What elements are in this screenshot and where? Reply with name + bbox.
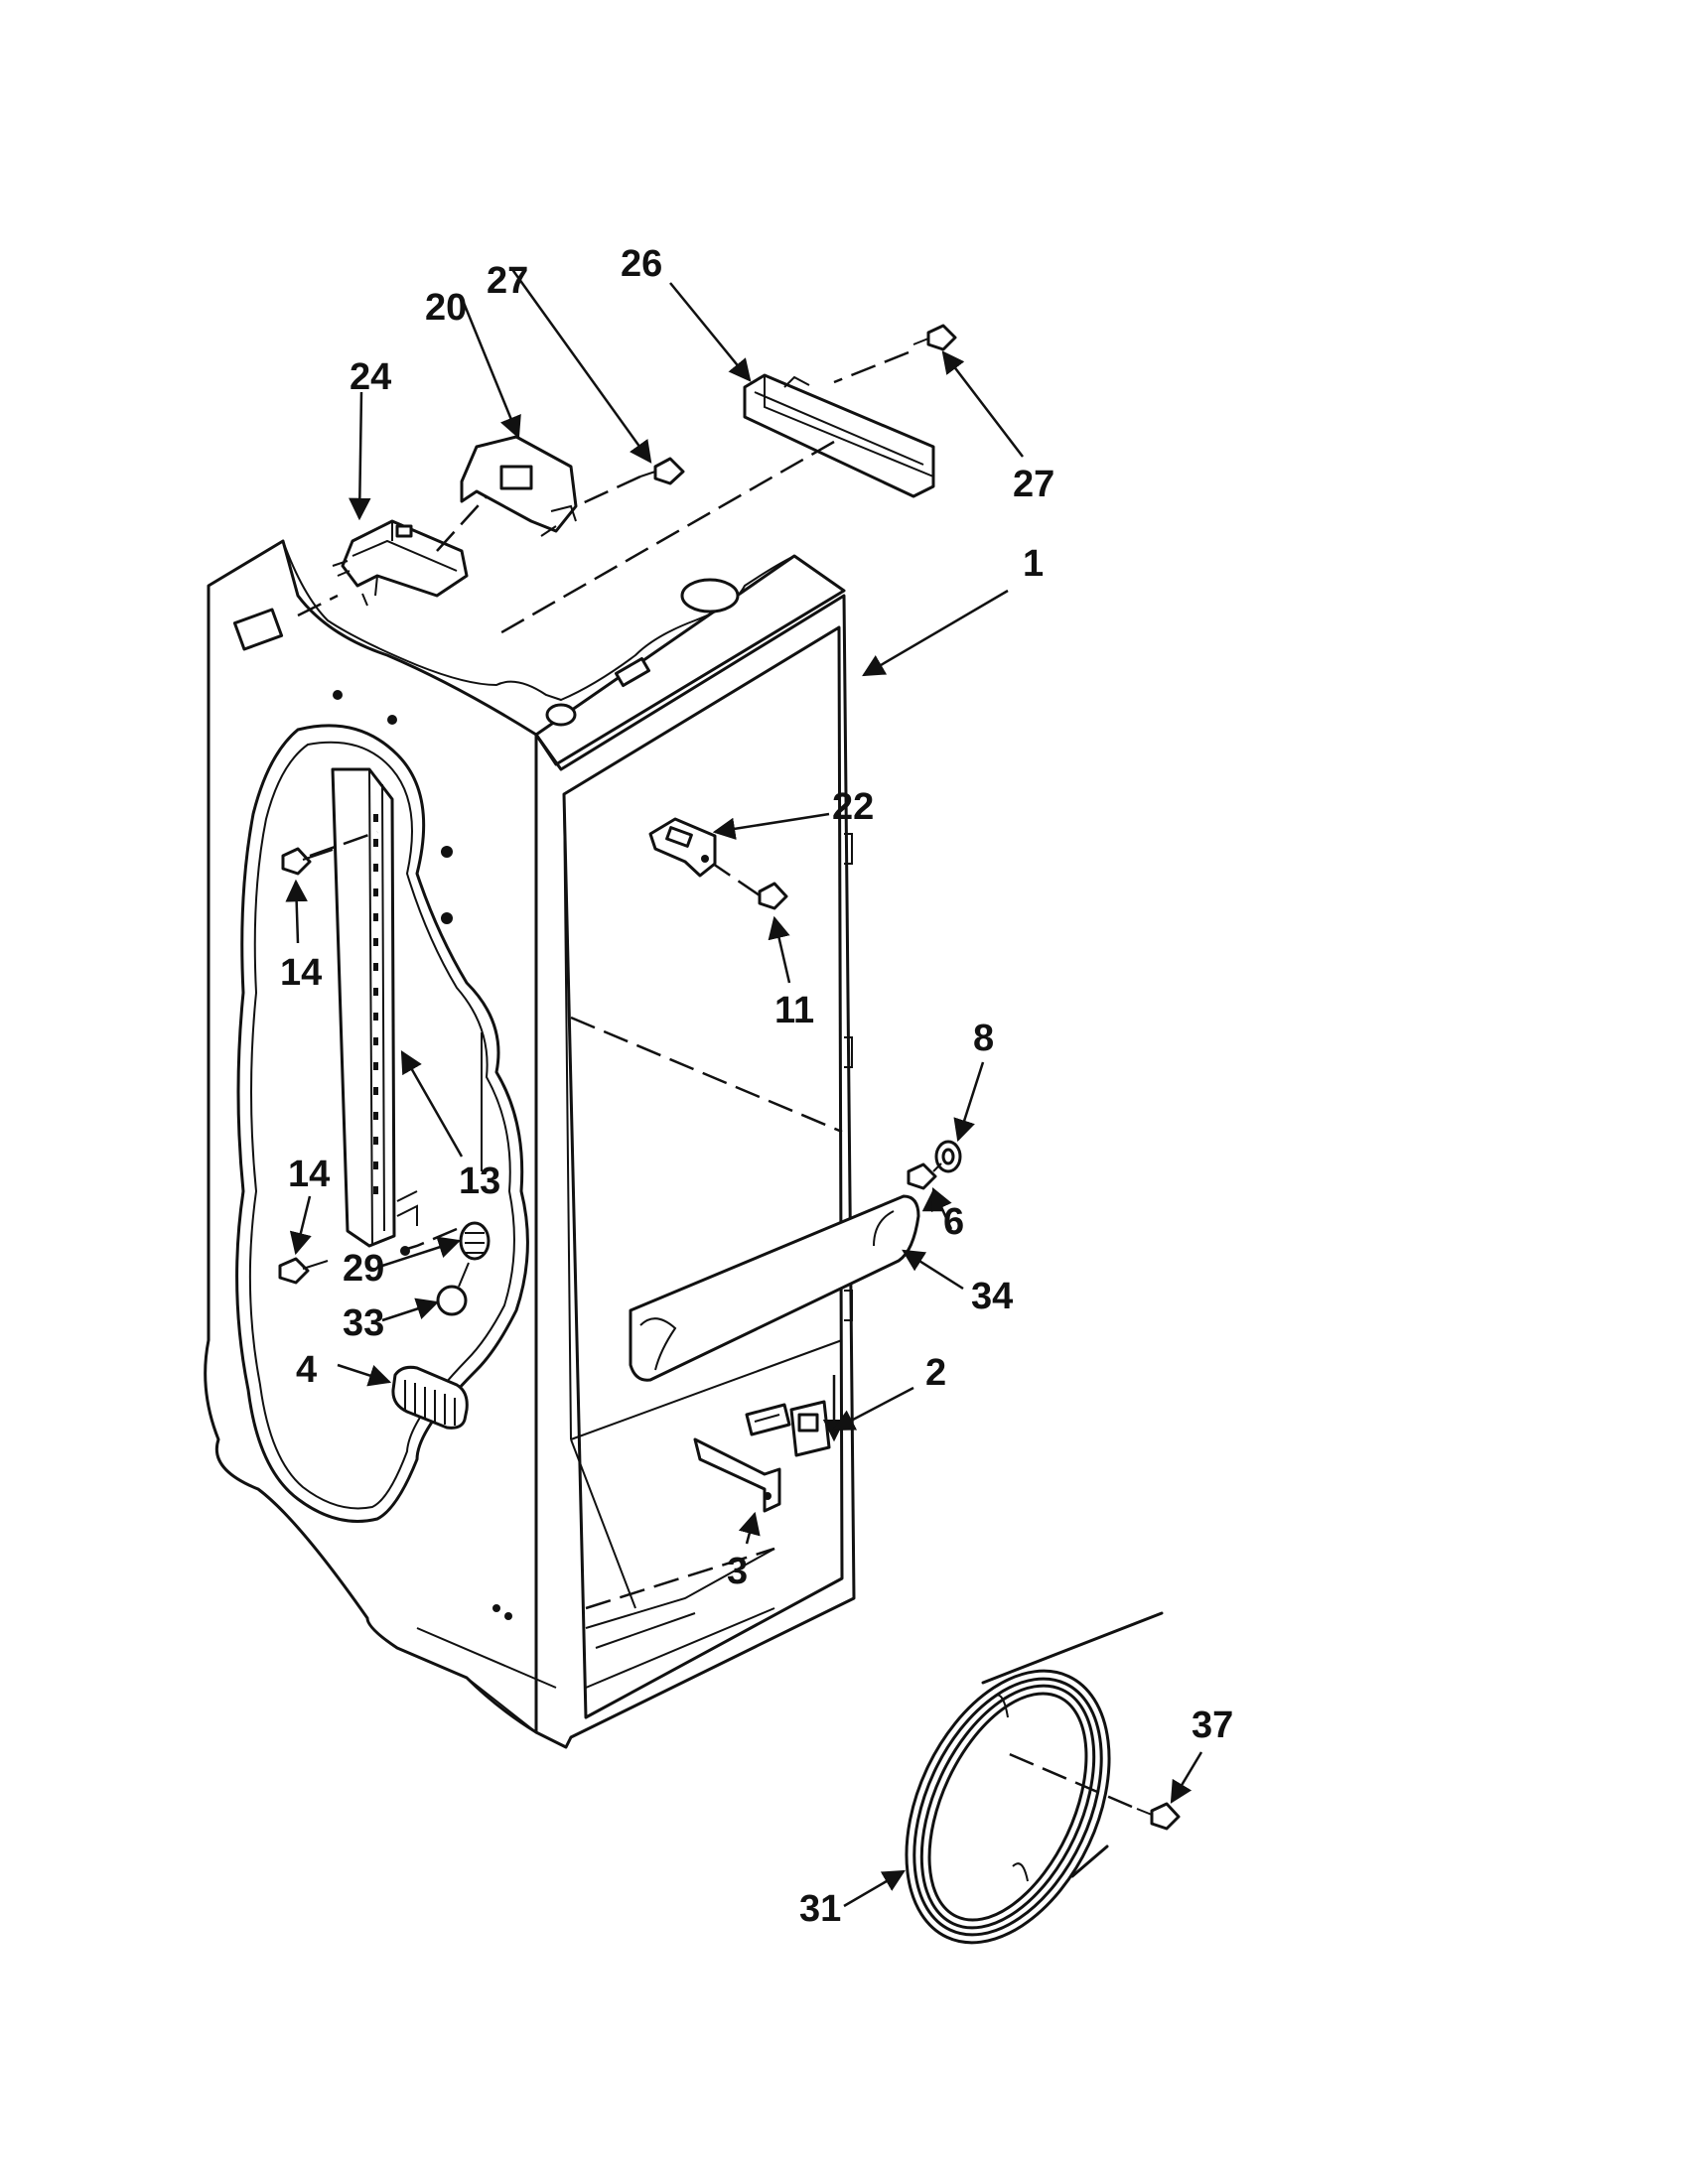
callout-24: 24 bbox=[350, 356, 391, 398]
part-24-control-housing bbox=[332, 519, 469, 607]
part-13-light-shield bbox=[331, 767, 483, 1248]
part-14-screw-lower bbox=[278, 1257, 329, 1285]
cabinet-liner bbox=[204, 539, 856, 1749]
callout-1: 1 bbox=[1023, 543, 1044, 585]
top-slot bbox=[615, 656, 650, 688]
callout-20: 20 bbox=[425, 287, 467, 329]
callout-33: 33 bbox=[343, 1302, 384, 1344]
side-hole bbox=[441, 846, 453, 858]
part-33-light-bulb bbox=[436, 1262, 470, 1316]
callout-labels: 1 2 3 4 6 8 11 13 14 14 20 22 24 26 27 2… bbox=[280, 243, 1233, 1930]
part-27-screw-left bbox=[639, 457, 685, 485]
callout-3: 3 bbox=[727, 1551, 748, 1592]
callout-2: 2 bbox=[925, 1352, 946, 1394]
liner-bottom-pan bbox=[585, 1548, 775, 1689]
callout-14-upper: 14 bbox=[280, 952, 322, 994]
liner-front-frame-outer bbox=[534, 594, 856, 1749]
liner-insulation-cutaway bbox=[235, 724, 529, 1523]
side-vent-opening bbox=[232, 608, 284, 651]
callout-22: 22 bbox=[832, 786, 874, 828]
side-hole bbox=[492, 1604, 500, 1612]
callout-29: 29 bbox=[343, 1248, 384, 1290]
liner-dashed-bottom-line bbox=[585, 1547, 775, 1610]
liner-dashed-shelf-line bbox=[570, 1016, 843, 1134]
callout-26: 26 bbox=[621, 243, 662, 285]
callout-8: 8 bbox=[973, 1018, 994, 1059]
part-29-light-socket bbox=[400, 1221, 491, 1261]
dashed-26-to-liner bbox=[495, 440, 835, 637]
part-8-bumper bbox=[934, 1140, 962, 1173]
part-27-screw-right bbox=[912, 324, 957, 351]
callout-14-lower: 14 bbox=[288, 1154, 330, 1195]
liner-underside bbox=[396, 1627, 557, 1733]
dashed-24-to-20 bbox=[436, 495, 488, 552]
callout-31: 31 bbox=[799, 1888, 841, 1930]
dashed-27-to-20 bbox=[575, 475, 641, 508]
dashed-37-to-coil bbox=[1004, 1750, 1133, 1809]
side-hole bbox=[387, 715, 397, 725]
part-4-air-grille bbox=[391, 1365, 469, 1430]
callout-4: 4 bbox=[296, 1349, 317, 1391]
part-37-screw bbox=[1004, 1750, 1181, 1831]
top-opening bbox=[680, 578, 740, 614]
part-6-screw bbox=[907, 1162, 942, 1190]
callout-27-right: 27 bbox=[1013, 464, 1054, 505]
top-round-hole bbox=[545, 703, 577, 727]
dashed-27-to-26 bbox=[833, 350, 910, 384]
side-hole bbox=[504, 1612, 512, 1620]
callout-27-left: 27 bbox=[487, 260, 528, 302]
side-hole bbox=[333, 690, 343, 700]
liner-insulation-cutaway-inner bbox=[248, 741, 515, 1510]
leader-lines bbox=[285, 267, 1203, 1908]
side-hole bbox=[441, 912, 453, 924]
part-31-water-tubing-coil bbox=[905, 1611, 1164, 1945]
liner-front-frame-inner bbox=[562, 625, 844, 1719]
callout-37: 37 bbox=[1192, 1705, 1233, 1746]
part-14-screw-upper bbox=[281, 830, 378, 876]
callout-6: 6 bbox=[943, 1201, 964, 1243]
part-26-top-rail bbox=[743, 373, 935, 498]
part-2-bracket bbox=[745, 1400, 831, 1457]
part-3-bracket bbox=[693, 1437, 781, 1513]
liner-back-wall bbox=[563, 793, 843, 1609]
callout-34: 34 bbox=[971, 1276, 1013, 1317]
part-20-bracket bbox=[460, 435, 578, 537]
frame-notches bbox=[844, 833, 853, 1321]
callout-11: 11 bbox=[774, 990, 814, 1031]
dashed-24-to-liner bbox=[297, 594, 339, 617]
callout-13: 13 bbox=[459, 1160, 500, 1202]
part-11-screw bbox=[712, 862, 788, 910]
part-34-cover bbox=[629, 1194, 920, 1382]
part-22-bracket bbox=[648, 817, 717, 878]
